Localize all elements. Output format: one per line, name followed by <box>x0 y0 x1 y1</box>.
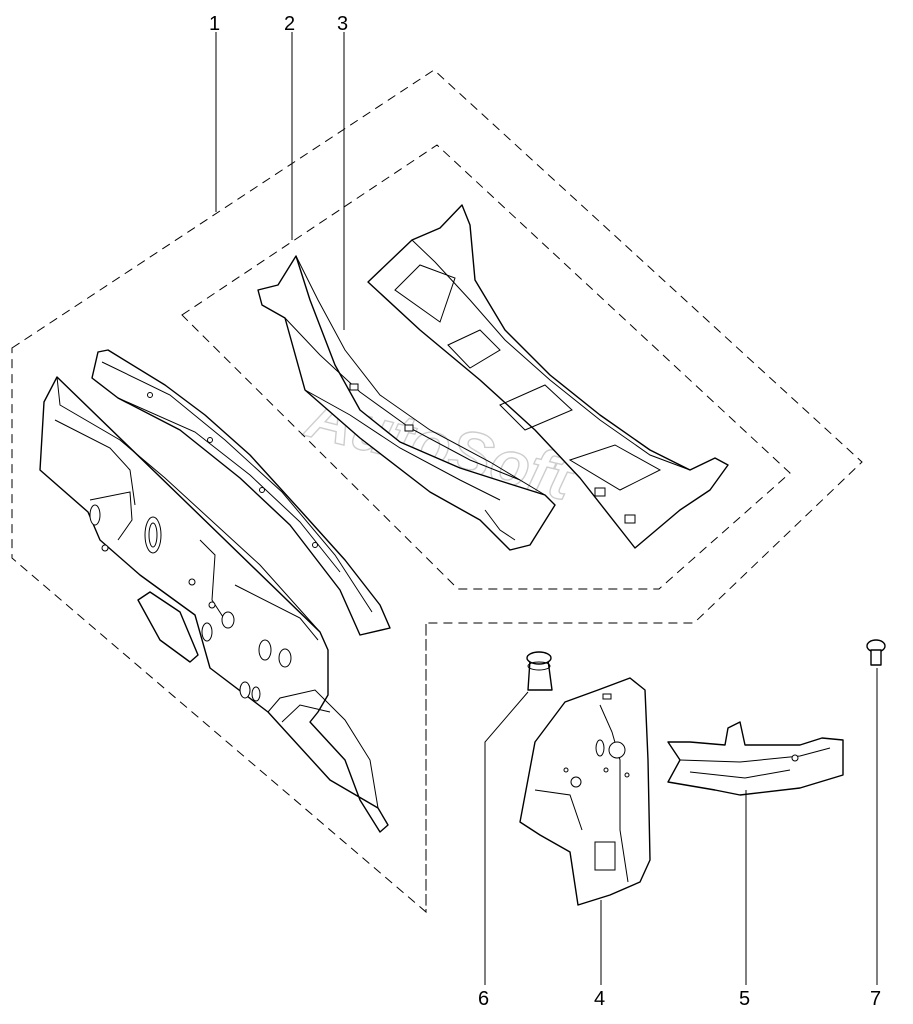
dash-reinforcement-part-1 <box>91 349 391 636</box>
callout-4: 4 <box>594 988 605 1010</box>
callout-3: 3 <box>337 13 348 35</box>
callout-2: 2 <box>284 13 295 35</box>
bolt-part-7 <box>866 639 886 666</box>
assembly-outline-2-3 <box>181 144 791 590</box>
leader-lines <box>215 32 878 985</box>
callout-5: 5 <box>739 988 750 1010</box>
cowl-upper-panel-part-2 <box>257 255 556 551</box>
callout-1: 1 <box>209 13 220 35</box>
pillar-panel-part-4 <box>519 677 651 906</box>
callout-7: 7 <box>870 988 881 1010</box>
dash-panel-part-1 <box>39 376 389 833</box>
assembly-outline-1 <box>11 69 863 914</box>
bracket-part-5 <box>667 721 844 796</box>
grommet-part-6 <box>526 651 553 691</box>
cowl-lower-panel-part-3 <box>367 204 729 549</box>
callout-6: 6 <box>478 988 489 1010</box>
